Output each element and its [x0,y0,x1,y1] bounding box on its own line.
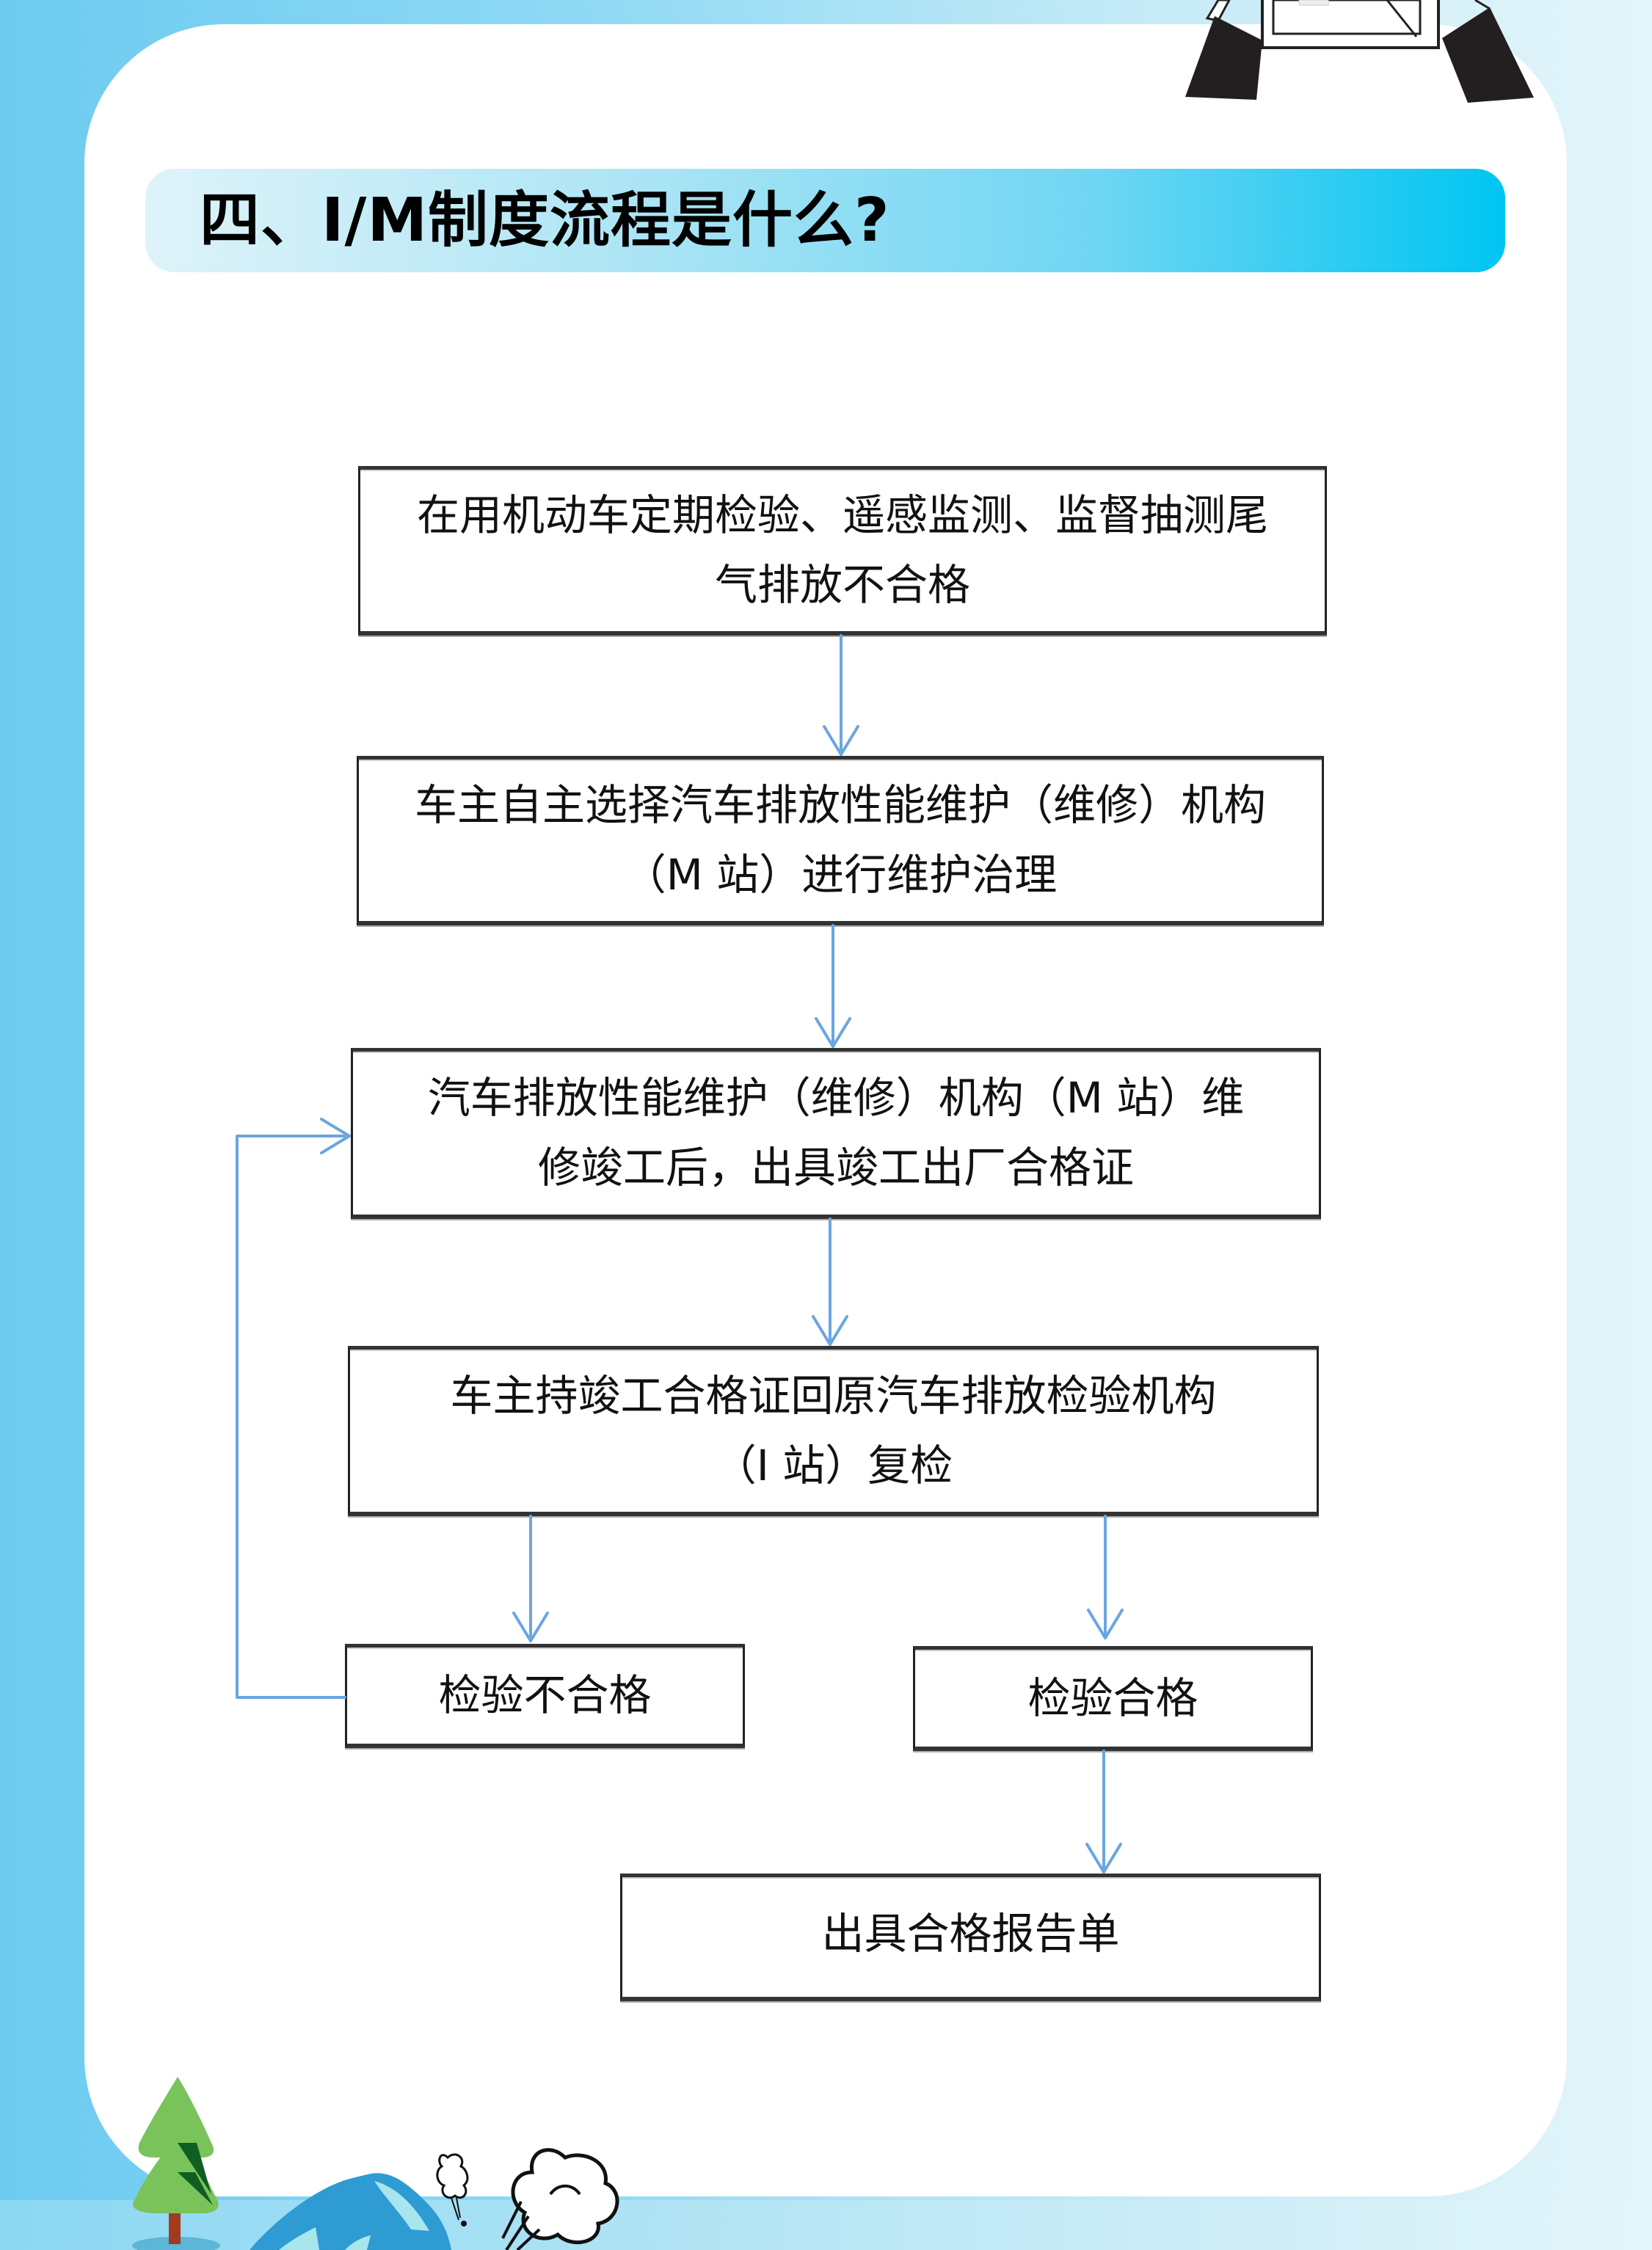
node-text: 检验合格 [1027,1672,1198,1723]
tree-illustration [132,2077,220,2250]
node-text-line2: （M 站）进行维护治理 [623,850,1058,900]
arrow-down-icon [812,1217,848,1346]
flow-node-repair-certificate: 汽车排放性能维护（维修）机构（M 站）维 修竣工后，出具竣工出厂合格证 [351,1048,1321,1219]
flow-node-issue-report: 出具合格报告单 [620,1874,1321,2001]
flow-node-emission-failed: 在用机动车定期检验、遥感监测、监督抽测尾 气排放不合格 [358,466,1327,636]
title-banner [145,169,1505,272]
character-legs-illustration [1185,0,1534,103]
node-text: 出具合格报告单 [821,1909,1120,1959]
arrow-down-icon [1087,1515,1124,1639]
flow-node-choose-m-station: 车主自主选择汽车排放性能维护（维修）机构 （M 站）进行维护治理 [357,756,1324,925]
node-text: 检验不合格 [438,1670,652,1720]
exhaust-smoke-icon [436,2153,469,2227]
node-text-line2: 修竣工后，出具竣工出厂合格证 [537,1143,1134,1193]
smoke-cloud-icon [501,2148,619,2250]
flow-node-inspection-failed: 检验不合格 [345,1644,745,1748]
arrow-down-icon [823,634,859,756]
arrow-loop-back-icon [236,1118,351,1699]
arrow-down-icon [1085,1750,1122,1874]
node-text-line2: 气排放不合格 [714,560,970,610]
arrow-down-icon [815,924,851,1048]
flow-node-inspection-passed: 检验合格 [913,1646,1313,1751]
node-text-line1: 汽车排放性能维护（维修）机构（M 站）维 [427,1073,1245,1123]
flow-node-reinspection: 车主持竣工合格证回原汽车排放检验机构 （I 站）复检 [348,1346,1319,1516]
node-text-line1: 车主自主选择汽车排放性能维护（维修）机构 [414,780,1266,830]
page-title: 四、I/M制度流程是什么? [200,186,890,255]
node-text-line1: 车主持竣工合格证回原汽车排放检验机构 [450,1370,1217,1421]
node-text-line2: （I 站）复检 [713,1440,953,1490]
arrow-down-icon [512,1515,549,1642]
node-text-line1: 在用机动车定期检验、遥感监测、监督抽测尾 [416,490,1268,540]
car-illustration [250,2173,451,2250]
